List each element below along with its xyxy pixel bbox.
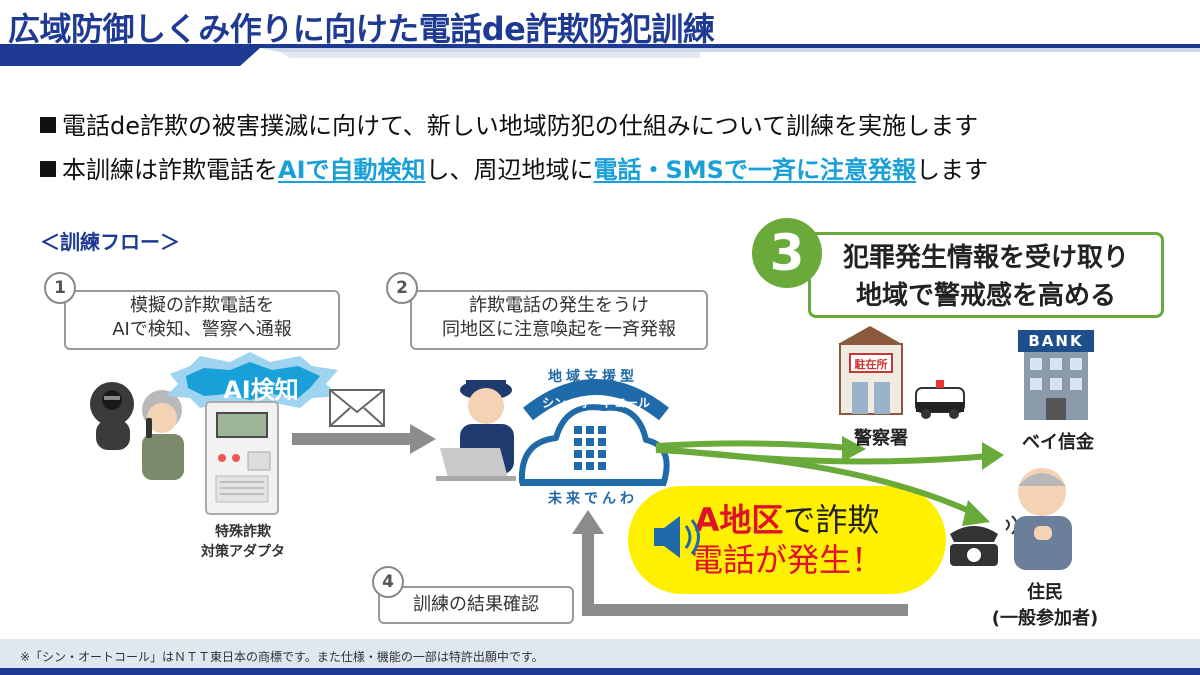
resident-label: 住民 (一般参加者) <box>991 582 1099 629</box>
step-2-number: 2 <box>386 272 418 304</box>
alert-area: A地区 <box>694 501 784 539</box>
page-title: 広域防御しくみ作りに向けた電話de詐欺防犯訓練 <box>8 10 715 48</box>
alert-message: 電話が発生！ <box>690 541 883 579</box>
cloud-bottom-label: 未来でんわ <box>548 491 638 507</box>
step-3-box: 犯罪発生情報を受け取り 地域で警戒感を高める <box>808 232 1164 318</box>
resident-icon <box>1014 468 1072 570</box>
highlight-broadcast: 電話・SMSで一斉に注意発報 <box>593 156 916 184</box>
police-car-icon <box>915 380 965 419</box>
koban-sign: 駐在所 <box>854 358 888 371</box>
bullet-square-icon <box>40 117 56 133</box>
fraudster-icon <box>90 382 134 450</box>
cloud-arc-label: シン・オートコール <box>541 396 650 410</box>
adapter-label: 特殊詐欺 対策アダプタ <box>201 524 285 560</box>
step-4-box: 訓練の結果確認 <box>378 586 574 624</box>
footer-line <box>0 668 1200 675</box>
flow-label: ＜訓練フロー＞ <box>40 230 180 254</box>
step-2-box: 詐欺電話の発生をうけ 同地区に注意喚起を一斉発報 <box>410 290 708 350</box>
ai-detect-badge-label: AI検知 <box>223 376 299 404</box>
highlight-ai-detect: AIで自動検知 <box>278 156 426 184</box>
bank-sign: BANK <box>1028 332 1084 350</box>
step-3-number: 3 <box>752 218 822 288</box>
bullet-1: 電話de詐欺の被害撲滅に向けて、新しい地域防犯の仕組みについて訓練を実施します <box>40 106 978 141</box>
fraud-alert-bubble: A地区で詐欺 電話が発生！ <box>628 486 946 594</box>
step-4-number: 4 <box>372 566 404 598</box>
arrow-to-police <box>292 424 436 454</box>
police-station-label: 警察署 <box>854 428 908 449</box>
telephone-icon <box>950 515 1018 566</box>
cloud-top-label: 地域支援型 <box>548 369 638 385</box>
bullet-square-icon <box>40 161 56 177</box>
title-underline-bar <box>0 44 1200 66</box>
envelope-icon <box>329 389 385 427</box>
bank-label: ベイ信金 <box>1022 432 1094 453</box>
footer-note: ※「シン・オートコール」はＮＴＴ東日本の商標です。また仕様・機能の一部は特許出願… <box>20 650 544 664</box>
police-officer-icon <box>436 380 516 481</box>
adapter-device-icon <box>205 401 279 515</box>
step-1-number: 1 <box>44 272 76 304</box>
bullet-2: 本訓練は詐欺電話をAIで自動検知し、周辺地域に電話・SMSで一斉に注意発報します <box>40 150 988 185</box>
step-1-box: 模擬の詐欺電話を AIで検知、警察へ通報 <box>64 290 340 350</box>
elderly-woman-icon <box>142 390 184 480</box>
